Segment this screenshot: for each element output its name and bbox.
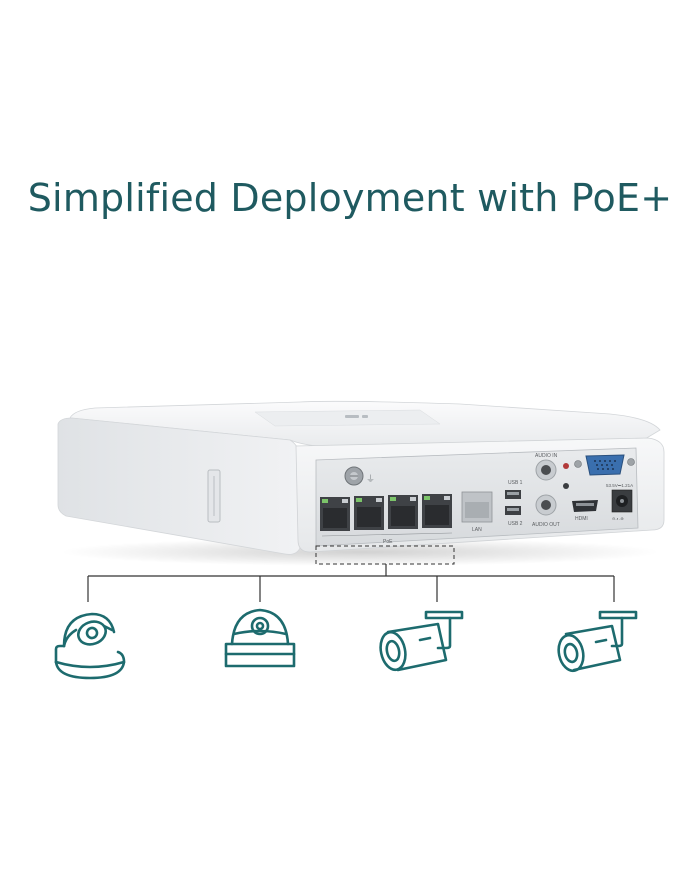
turret-camera-icon (54, 612, 126, 680)
connection-diagram (87, 545, 615, 602)
bullet-camera-icon (557, 610, 638, 673)
device-left-side (57, 417, 301, 555)
bullet-camera-icon (379, 610, 464, 672)
vga-port (574, 454, 635, 476)
hdmi-label: HDMI (575, 516, 588, 522)
ground-screw: ⏚ (344, 466, 375, 486)
audio-in-label: AUDIO IN (535, 453, 558, 459)
device-shadow (60, 538, 660, 566)
usb-ports: USB 1 USB 2 (505, 480, 523, 527)
nvr-device: ⏚ (57, 400, 665, 566)
brand-logo (345, 415, 368, 418)
poe-ports: PoE (320, 494, 453, 545)
lan-label: LAN (472, 527, 482, 533)
poe-port-2 (354, 496, 384, 530)
hdmi-port: HDMI (572, 500, 598, 522)
power-label: 53.5V⎓1.21A (606, 483, 633, 488)
poe-port-1 (320, 497, 350, 531)
svg-text:⏚: ⏚ (366, 474, 375, 484)
audio-out-label: AUDIO OUT (532, 522, 560, 528)
power-jack: 53.5V⎓1.21A ⊖-◐-⊕ (606, 483, 633, 521)
lan-port: LAN (461, 491, 493, 533)
poe-port-4 (422, 494, 452, 528)
poe-port-3 (388, 495, 418, 529)
svg-text:⊖-◐-⊕: ⊖-◐-⊕ (612, 516, 624, 521)
audio-jacks: AUDIO IN AUDIO OUT (532, 453, 569, 528)
usb1-label: USB 1 (508, 480, 523, 486)
poe-bracket (315, 545, 455, 565)
usb2-label: USB 2 (508, 521, 523, 527)
dome-camera-icon (224, 608, 296, 668)
poe-label: PoE (383, 539, 393, 545)
headline: Simplified Deployment with PoE+ (27, 176, 673, 220)
